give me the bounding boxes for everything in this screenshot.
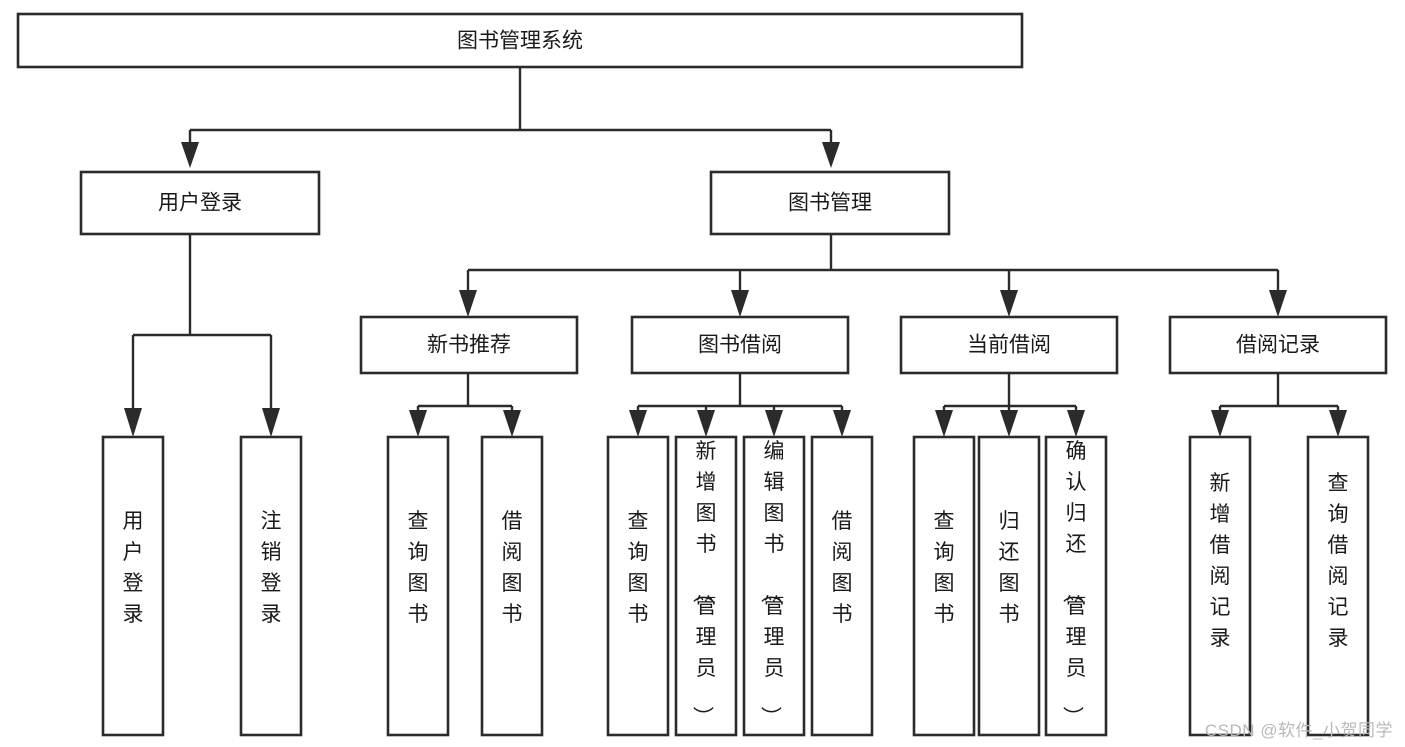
leaf-book-borrow-1-label: 查询图书 <box>628 510 649 626</box>
leaf-book-borrow-4-label: 借阅图书 <box>832 510 853 626</box>
node-current-borrow-label: 当前借阅 <box>967 334 1051 357</box>
arrow-to-user-login <box>181 142 199 168</box>
leaf-new-book-2[interactable]: 借阅图书 <box>480 435 544 737</box>
leaf-current-borrow-1[interactable]: 查询图书 <box>912 435 976 737</box>
node-user-login[interactable]: 用户登录 <box>79 170 321 236</box>
leaf-borrow-record-1-box[interactable] <box>1188 435 1252 737</box>
leaf-current-borrow-1-box[interactable] <box>912 435 976 737</box>
leaf-borrow-record-2-label: 查询借阅记录 <box>1328 472 1349 650</box>
leaf-current-borrow-3[interactable]: 确认归还（管理员） <box>1044 435 1108 737</box>
leaf-new-book-2-label: 借阅图书 <box>502 510 523 626</box>
node-book-borrow[interactable]: 图书借阅 <box>630 315 850 375</box>
arrow-newbook-leaf1 <box>409 410 427 437</box>
leaf-user-login-1-box[interactable] <box>101 435 165 737</box>
node-current-borrow[interactable]: 当前借阅 <box>899 315 1119 375</box>
arrow-current-leaf3 <box>1067 410 1085 437</box>
leaf-new-book-1[interactable]: 查询图书 <box>386 435 450 737</box>
leaf-borrow-record-1-label: 新增借阅记录 <box>1210 472 1231 650</box>
arrow-current-leaf2 <box>1000 410 1018 437</box>
arrow-user-leaf2 <box>262 408 280 437</box>
leaf-current-borrow-1-label: 查询图书 <box>934 510 955 626</box>
arrow-user-leaf1 <box>124 408 142 437</box>
node-current-borrow-box[interactable] <box>899 315 1119 375</box>
leaf-current-borrow-2-label: 归还图书 <box>999 510 1020 626</box>
arrow-borrow-leaf3 <box>765 410 783 437</box>
leaf-new-book-1-label: 查询图书 <box>408 510 429 626</box>
leaf-book-borrow-3[interactable]: 编辑图书（管理员） <box>742 435 806 737</box>
arrow-borrow-leaf2 <box>697 410 715 437</box>
leaf-book-borrow-2-box[interactable] <box>674 435 738 737</box>
leaf-current-borrow-2[interactable]: 归还图书 <box>977 435 1041 737</box>
node-user-login-box[interactable] <box>79 170 321 236</box>
node-borrow-record[interactable]: 借阅记录 <box>1168 315 1388 375</box>
leaf-borrow-record-1[interactable]: 新增借阅记录 <box>1188 435 1252 737</box>
leaf-book-borrow-4[interactable]: 借阅图书 <box>810 435 874 737</box>
leaf-book-borrow-2-label: 新增图书（管理员） <box>691 440 717 727</box>
leaf-user-login-2-box[interactable] <box>239 435 303 737</box>
leaf-book-borrow-1-box[interactable] <box>606 435 670 737</box>
node-new-book-recommend-label: 新书推荐 <box>427 334 511 357</box>
arrow-newbook-leaf2 <box>503 410 521 437</box>
arrow-to-book-borrow <box>731 290 749 317</box>
node-root[interactable]: 图书管理系统 <box>16 12 1024 69</box>
leaf-new-book-2-box[interactable] <box>480 435 544 737</box>
node-new-book-recommend-box[interactable] <box>359 315 579 375</box>
arrow-borrow-leaf1 <box>629 410 647 437</box>
node-book-manage-box[interactable] <box>709 170 951 236</box>
leaf-borrow-record-2[interactable]: 查询借阅记录 <box>1306 435 1370 737</box>
leaf-book-borrow-3-label: 编辑图书（管理员） <box>759 440 785 727</box>
arrow-to-book-manage <box>822 142 840 168</box>
arrow-to-borrow-record <box>1269 290 1287 317</box>
node-new-book-recommend[interactable]: 新书推荐 <box>359 315 579 375</box>
node-root-box[interactable] <box>16 12 1024 69</box>
leaf-book-borrow-2[interactable]: 新增图书（管理员） <box>674 435 738 737</box>
node-book-borrow-label: 图书借阅 <box>698 334 782 357</box>
node-book-manage[interactable]: 图书管理 <box>709 170 951 236</box>
node-user-login-label: 用户登录 <box>158 192 242 215</box>
leaf-current-borrow-3-label: 确认归还（管理员） <box>1061 440 1087 727</box>
leaf-borrow-record-2-box[interactable] <box>1306 435 1370 737</box>
arrow-current-leaf1 <box>935 410 953 437</box>
leaf-user-login-2[interactable]: 注销登录 <box>239 435 303 737</box>
leaf-book-borrow-4-box[interactable] <box>810 435 874 737</box>
leaf-book-borrow-3-box[interactable] <box>742 435 806 737</box>
leaf-current-borrow-2-box[interactable] <box>977 435 1041 737</box>
node-book-manage-label: 图书管理 <box>788 192 872 215</box>
arrow-record-leaf1 <box>1211 410 1229 437</box>
leaf-book-borrow-1[interactable]: 查询图书 <box>606 435 670 737</box>
arrow-to-new-book <box>459 290 477 317</box>
node-book-borrow-box[interactable] <box>630 315 850 375</box>
node-borrow-record-label: 借阅记录 <box>1236 334 1320 357</box>
node-root-label: 图书管理系统 <box>457 30 583 53</box>
leaf-user-login-2-label: 注销登录 <box>261 510 282 626</box>
node-borrow-record-box[interactable] <box>1168 315 1388 375</box>
arrow-borrow-leaf4 <box>833 410 851 437</box>
arrow-record-leaf2 <box>1329 410 1347 437</box>
leaf-current-borrow-3-box[interactable] <box>1044 435 1108 737</box>
arrow-to-current-borrow <box>1000 290 1018 317</box>
leaf-new-book-1-box[interactable] <box>386 435 450 737</box>
leaf-user-login-1-label: 用户登录 <box>123 510 144 626</box>
connector-layer <box>124 67 1347 437</box>
leaf-user-login-1[interactable]: 用户登录 <box>101 435 165 737</box>
